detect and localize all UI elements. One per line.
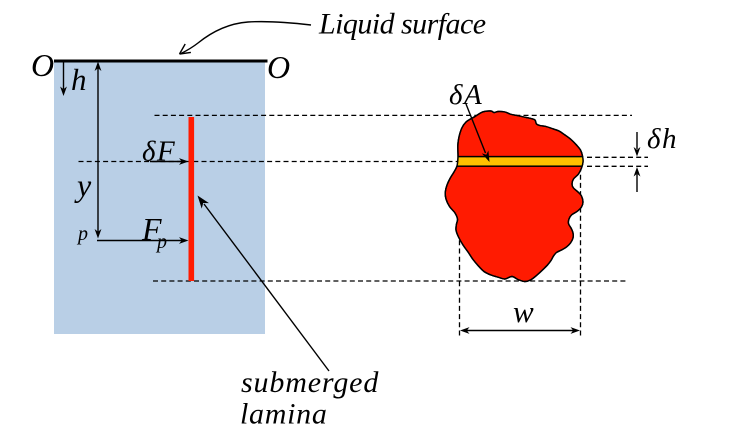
svg-text:δA: δA <box>449 79 483 111</box>
svg-text:submerged: submerged <box>241 366 379 399</box>
svg-text:w: w <box>513 294 534 329</box>
svg-text:Liquid surface: Liquid surface <box>318 8 486 41</box>
svg-text:δF: δF <box>142 136 176 168</box>
svg-text:lamina: lamina <box>240 398 328 431</box>
svg-text:O: O <box>31 47 54 83</box>
svg-text:F: F <box>141 211 162 247</box>
svg-text:p: p <box>76 223 88 245</box>
svg-text:O: O <box>267 49 290 85</box>
svg-text:h: h <box>71 62 87 97</box>
svg-text:δh: δh <box>647 123 678 155</box>
svg-text:y: y <box>74 167 92 203</box>
svg-text:p: p <box>155 231 167 253</box>
